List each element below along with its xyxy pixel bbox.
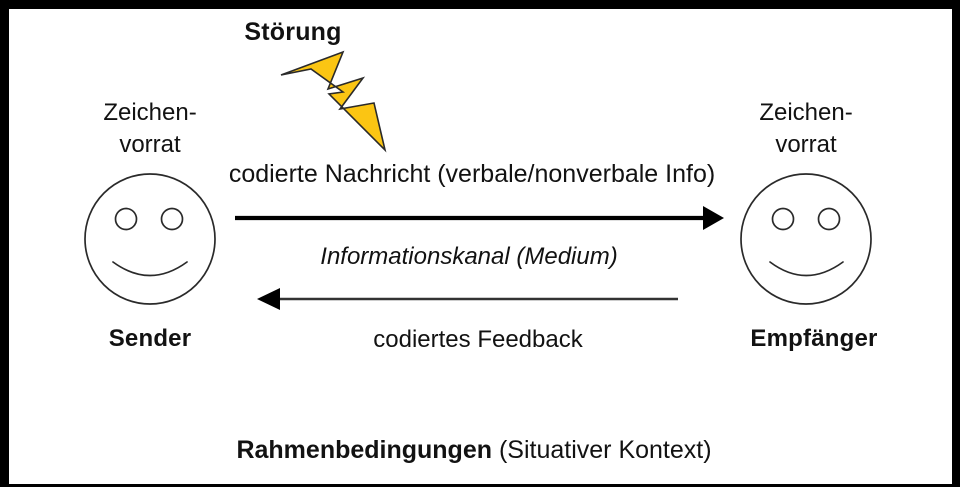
receiver-repertoire-line-1: Zeichen- <box>759 99 853 126</box>
caption-rest: (Situativer Kontext) <box>492 436 712 464</box>
receiver-repertoire-label: Zeichen- vorrat <box>711 97 901 160</box>
sender-repertoire-line-2: vorrat <box>119 130 181 158</box>
receiver-repertoire-line-2: vorrat <box>775 130 837 158</box>
noise-label: Störung <box>244 18 342 46</box>
frame-border-left <box>0 0 9 487</box>
caption: Rahmenbedingungen (Situativer Kontext) <box>236 436 711 466</box>
sender-repertoire-label: Zeichen- vorrat <box>55 97 245 160</box>
receiver-role-label: Empfänger <box>750 325 878 352</box>
sender-role-label: Sender <box>108 325 192 352</box>
frame-border-right <box>952 0 960 487</box>
caption-bold: Rahmenbedingungen <box>236 436 493 464</box>
channel-label: Informationskanal (Medium) <box>320 243 618 270</box>
feedback-label: codiertes Feedback <box>373 326 583 353</box>
frame-border-top <box>0 0 960 9</box>
sender-repertoire-line-1: Zeichen- <box>103 99 197 126</box>
frame-border-bottom <box>0 484 960 487</box>
message-label: codierte Nachricht (verbale/nonverbale I… <box>228 160 716 188</box>
